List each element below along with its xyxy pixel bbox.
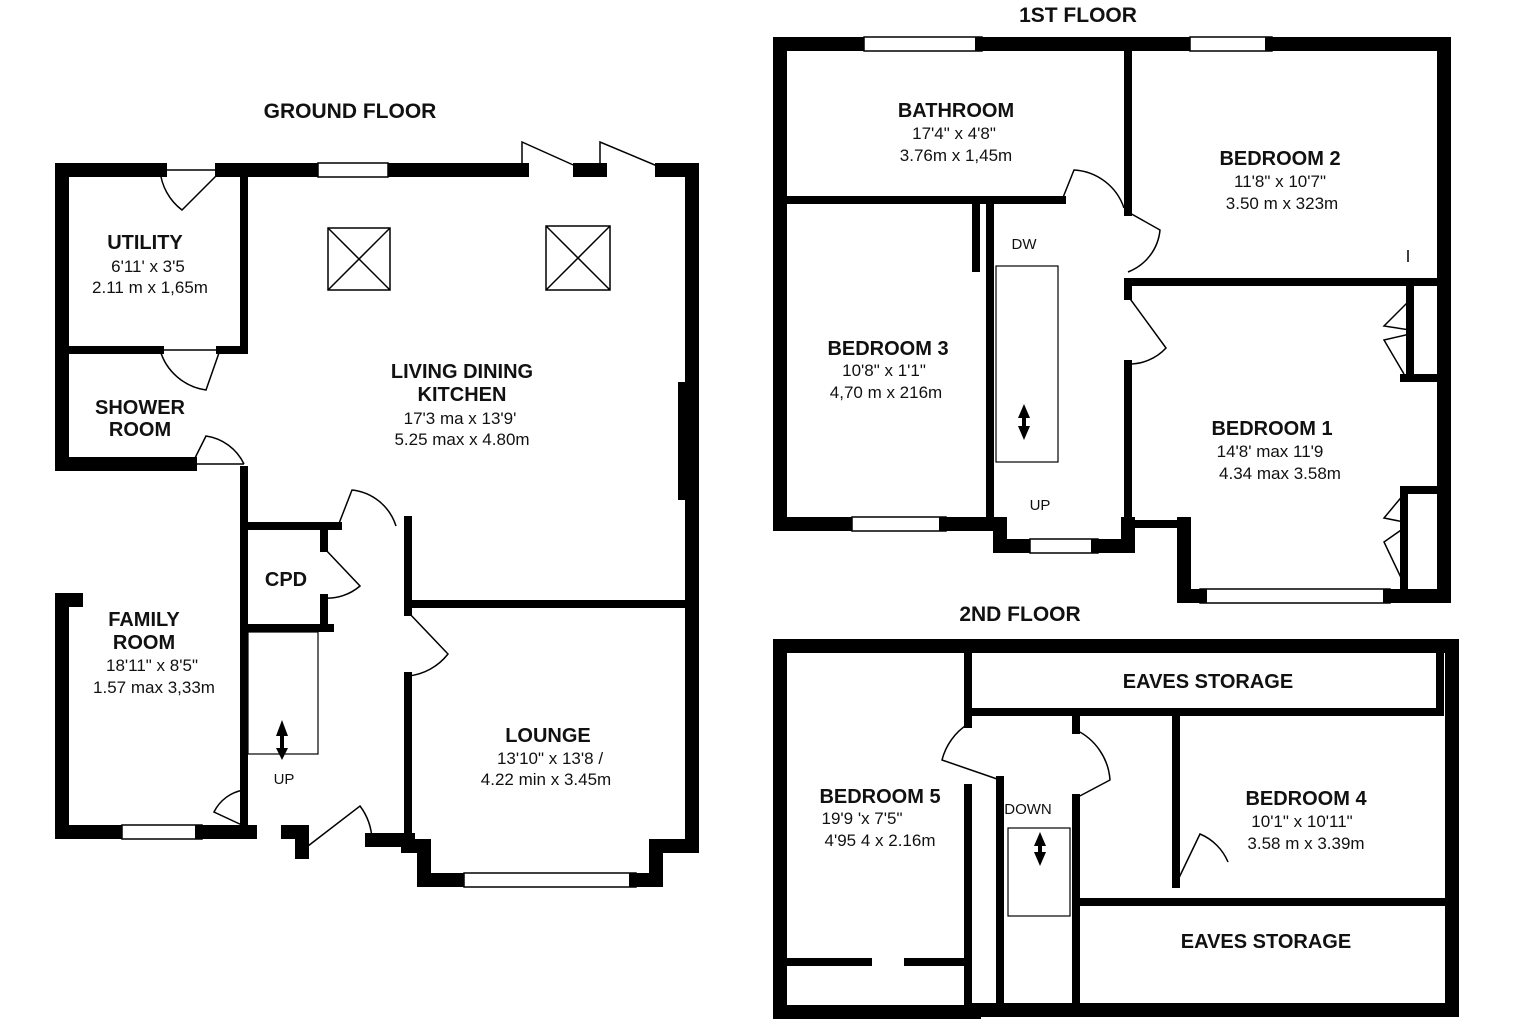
second-down-label: DOWN: [1004, 801, 1052, 818]
living-label-2: KITCHEN: [418, 384, 507, 406]
bedroom1-dim-metric: 4.34 max 3.58m: [1219, 464, 1341, 483]
bedroom1-label: BEDROOM 1: [1211, 418, 1332, 440]
family-room-dim-metric: 1.57 max 3,33m: [93, 678, 215, 697]
bedroom2-dim-imperial: 11'8" x 10'7": [1234, 172, 1326, 191]
bedroom4-dim-imperial: 10'1" x 10'11": [1251, 812, 1352, 831]
living-dim-imperial: 17'3 ma x 13'9': [404, 409, 517, 428]
bedroom4-label: BEDROOM 4: [1245, 788, 1367, 810]
bedroom1-dim-imperial: 14'8' max 11'9: [1217, 442, 1324, 461]
lounge-label: LOUNGE: [505, 725, 591, 747]
bedroom4-dim-metric: 3.58 m x 3.39m: [1247, 834, 1364, 853]
first-up-label: UP: [1030, 497, 1051, 514]
bathroom-dim-metric: 3.76m x 1,45m: [900, 146, 1012, 165]
utility-dim-metric: 2.11 m x 1,65m: [92, 278, 208, 297]
bathroom-dim-imperial: 17'4" x 4'8": [912, 124, 996, 143]
bedroom5-dim-imperial: 19'9 'x 7'5": [822, 809, 903, 828]
eaves-storage-top-label: EAVES STORAGE: [1123, 671, 1293, 693]
family-room-label-2: ROOM: [113, 632, 175, 654]
bedroom3-label: BEDROOM 3: [827, 338, 948, 360]
bedroom5-label: BEDROOM 5: [819, 786, 940, 808]
ground-floor: GROUND FLOOR UTILITY 6'11' x 3'5 2.11 m …: [55, 100, 699, 888]
bedroom3-dim-metric: 4,70 m x 216m: [830, 383, 942, 402]
living-dim-metric: 5.25 max x 4.80m: [394, 430, 529, 449]
utility-dim-imperial: 6'11' x 3'5: [111, 257, 185, 276]
bedroom5-dim-metric: 4'95 4 x 2.16m: [825, 831, 936, 850]
bathroom-label: BATHROOM: [898, 100, 1014, 122]
second-floor: 2ND FLOOR EAVES STORAGE BEDROOM 5 19'9 '…: [773, 603, 1459, 1019]
bedroom3-dim-imperial: 10'8" x 1'1": [842, 361, 926, 380]
living-label-1: LIVING DINING: [391, 361, 533, 383]
family-room-label-1: FAMILY: [108, 609, 180, 631]
first-floor-title: 1ST FLOOR: [1019, 4, 1137, 27]
lounge-dim-imperial: 13'10" x 13'8 /: [497, 749, 603, 768]
shower-room-label-2: ROOM: [109, 419, 171, 441]
utility-label: UTILITY: [107, 232, 183, 254]
bedroom2-dim-metric: 3.50 m x 323m: [1226, 194, 1338, 213]
second-floor-title: 2ND FLOOR: [959, 603, 1080, 626]
lounge-dim-metric: 4.22 min x 3.45m: [481, 770, 611, 789]
eaves-storage-bottom-label: EAVES STORAGE: [1181, 931, 1351, 953]
ground-stairs-up-label: UP: [274, 771, 295, 788]
family-room-dim-imperial: 18'11" x 8'5": [106, 656, 198, 675]
bedroom2-label: BEDROOM 2: [1219, 148, 1340, 170]
shower-room-label-1: SHOWER: [95, 397, 186, 419]
ground-floor-title: GROUND FLOOR: [264, 100, 437, 123]
cpd-label: CPD: [265, 569, 307, 591]
first-floor: 1ST FLOOR BATHROOM 17'4" x 4'8" 3.76m x …: [773, 4, 1451, 604]
first-dw-label: DW: [1012, 236, 1038, 253]
